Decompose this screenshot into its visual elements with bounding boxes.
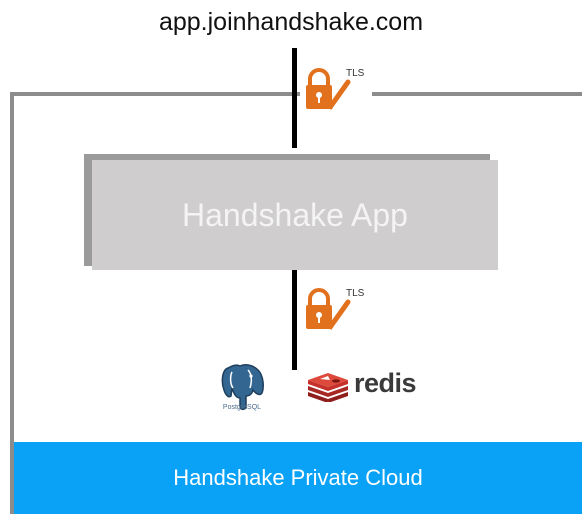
redis-cube-icon bbox=[306, 372, 350, 403]
lock-check-icon: TLS bbox=[306, 68, 365, 111]
connector-app-to-datastores bbox=[292, 270, 297, 370]
cloud-boundary-top-right bbox=[372, 92, 582, 96]
private-cloud-label: Handshake Private Cloud bbox=[173, 465, 423, 490]
cloud-boundary-top-left bbox=[10, 92, 300, 96]
connector-domain-to-app bbox=[292, 48, 297, 148]
handshake-app-box: Handshake App bbox=[92, 160, 498, 270]
postgresql-caption: PostgreSQL bbox=[222, 404, 262, 411]
postgresql-elephant-icon bbox=[218, 360, 268, 414]
cloud-boundary-left bbox=[10, 92, 14, 514]
lock-check-icon: TLS bbox=[306, 288, 365, 331]
domain-label: app.joinhandshake.com bbox=[158, 8, 424, 36]
redis-label: redis bbox=[354, 368, 417, 398]
tls-text: TLS bbox=[346, 68, 365, 79]
tls-badge-top: TLS bbox=[304, 64, 366, 114]
handshake-app-label: Handshake App bbox=[182, 196, 408, 233]
private-cloud-banner: Handshake Private Cloud bbox=[14, 442, 582, 514]
tls-text: TLS bbox=[346, 288, 365, 299]
tls-badge-middle: TLS bbox=[304, 284, 366, 334]
